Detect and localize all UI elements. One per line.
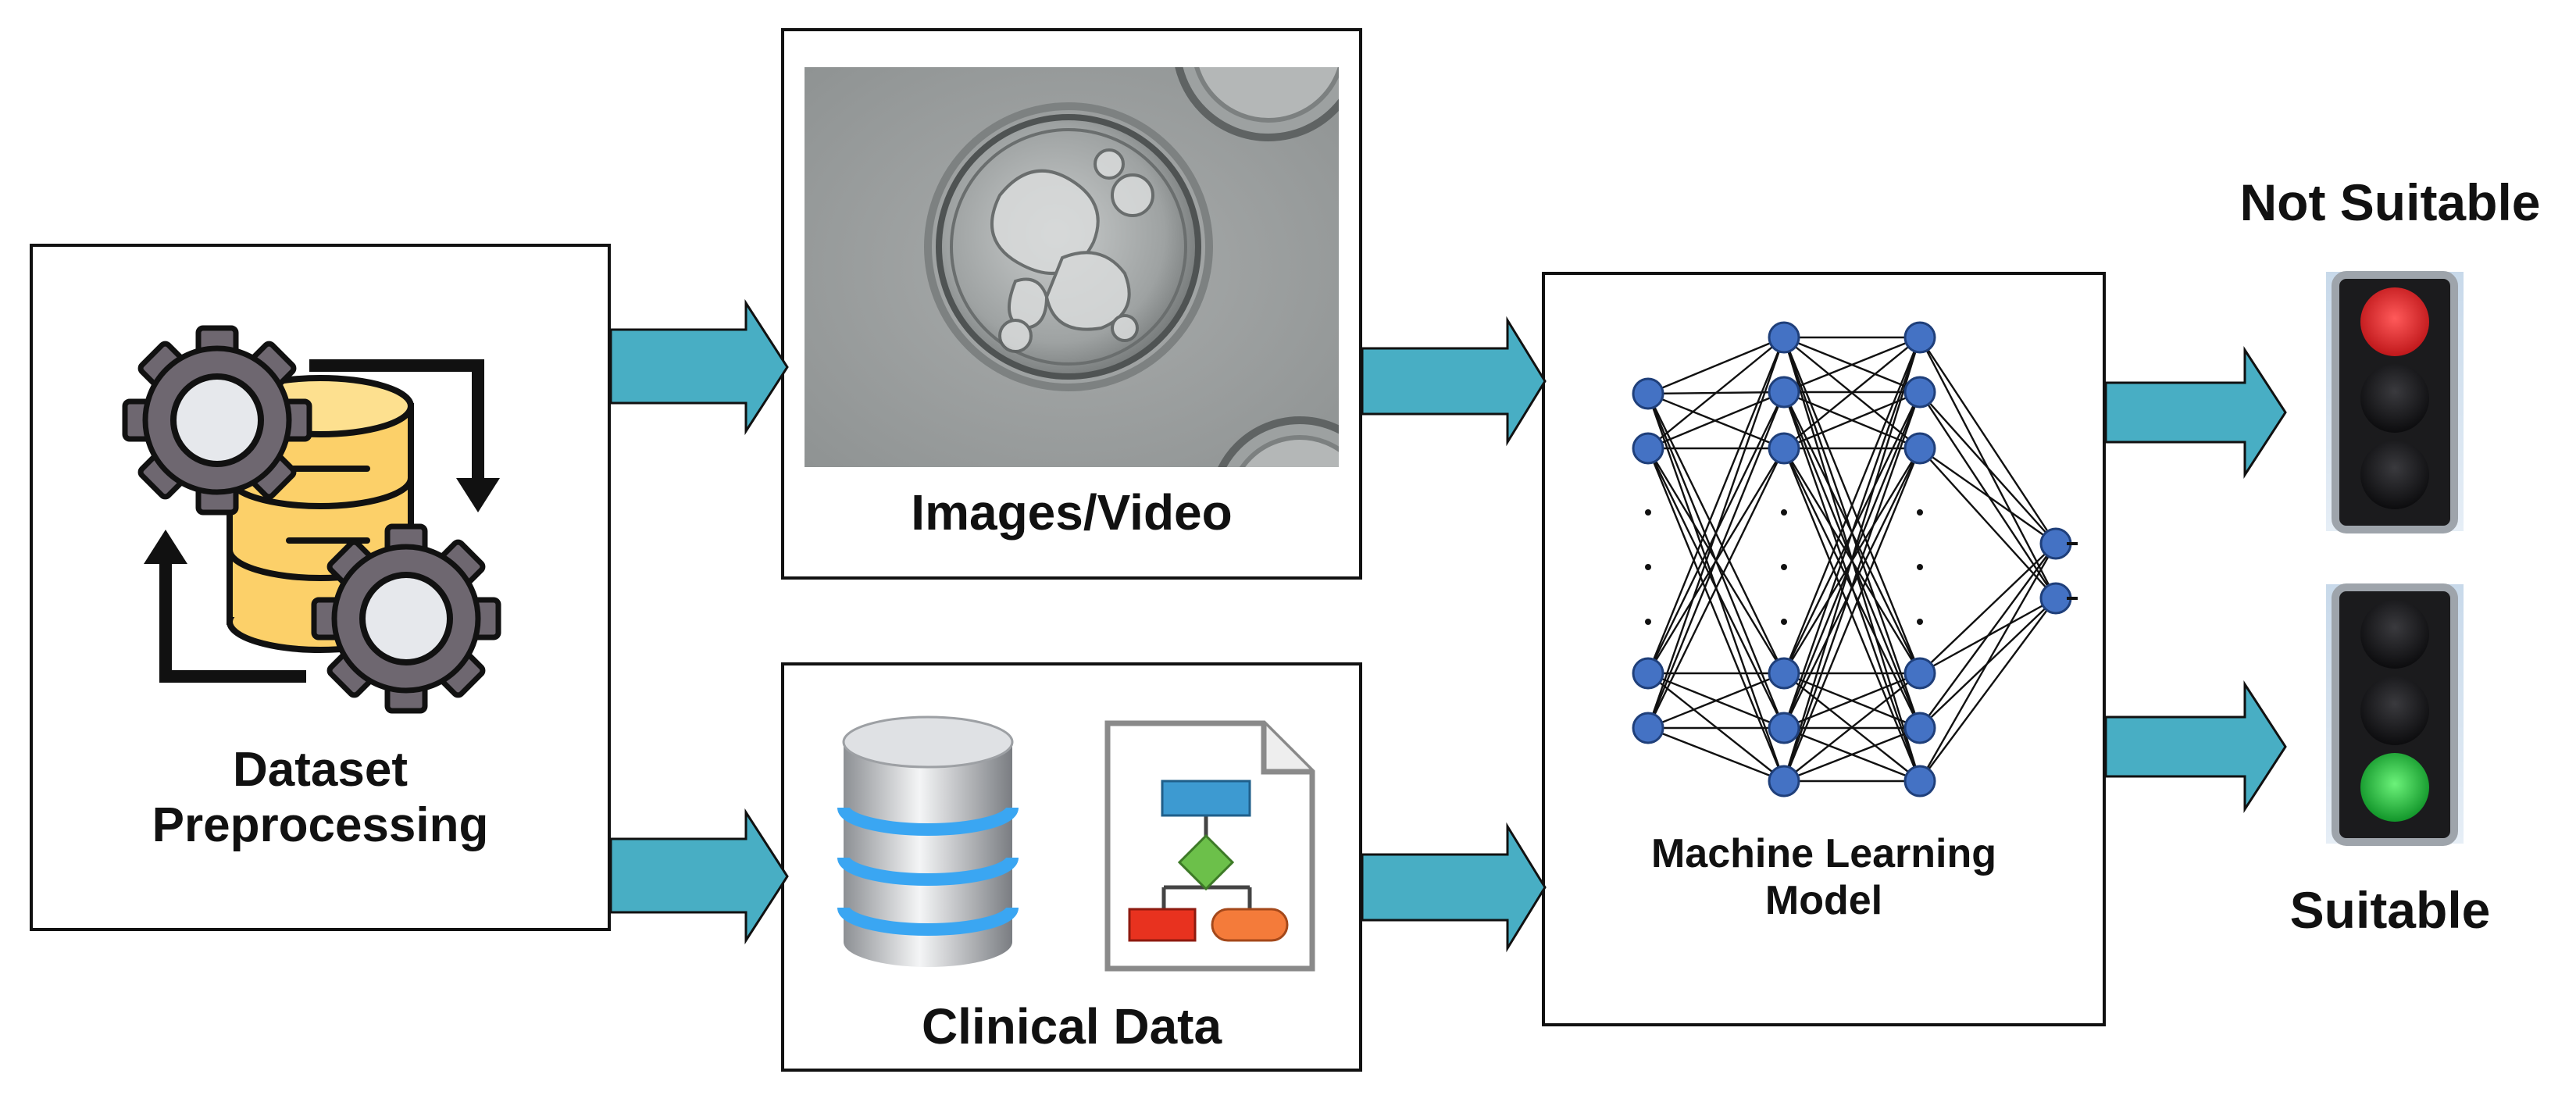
nn-edge xyxy=(1647,672,1785,730)
flowchart-document-icon xyxy=(1104,720,1315,972)
nn-edge xyxy=(1919,448,2057,544)
nn-node xyxy=(1903,376,1936,409)
nn-node xyxy=(1768,712,1800,744)
nn-edge xyxy=(1647,448,1786,782)
arrow-preproc-to-clinical xyxy=(609,808,789,945)
nn-edge xyxy=(1919,448,2057,599)
nn-node xyxy=(1903,657,1936,690)
nn-node xyxy=(1768,321,1800,354)
nn-edge xyxy=(1783,337,1921,449)
nn-edge xyxy=(1647,337,1786,729)
nn-edge xyxy=(1647,337,1785,449)
arrow-preproc-to-images xyxy=(609,298,789,436)
nn-edge xyxy=(1783,726,1921,783)
gears-database-cycle-icon xyxy=(122,325,501,714)
ml-model-label-line2: Model xyxy=(1764,877,1883,923)
nn-edge xyxy=(1919,391,2057,544)
nn-node xyxy=(1768,765,1800,797)
arrow-model-to-not-suitable xyxy=(2104,345,2287,480)
nn-node xyxy=(1903,712,1936,744)
clinical-data-label: Clinical Data xyxy=(921,998,1222,1054)
nn-node xyxy=(1632,712,1664,744)
nn-edge xyxy=(1647,726,1785,783)
nn-node xyxy=(1903,321,1936,354)
preprocessing-label-line2: Preprocessing xyxy=(152,798,489,853)
nn-node xyxy=(1768,657,1800,690)
nn-edge xyxy=(1782,337,1921,782)
nn-node xyxy=(1768,376,1800,409)
arrow-clinical-to-model xyxy=(1361,822,1547,953)
nn-edge xyxy=(1919,598,2057,782)
not-suitable-label: Not Suitable xyxy=(2239,173,2541,231)
nn-edge xyxy=(1783,336,1921,394)
nn-node xyxy=(1632,432,1664,465)
ml-model-label-line1: Machine Learning xyxy=(1650,831,1997,876)
nn-edge xyxy=(1919,543,2057,674)
suitable-label: Suitable xyxy=(2289,881,2491,939)
nn-edge xyxy=(1782,337,1921,674)
nn-node xyxy=(2039,527,2072,560)
nn-node xyxy=(1903,432,1936,465)
nn-edge xyxy=(1647,337,1786,674)
preprocessing-label: Dataset Preprocessing xyxy=(30,742,611,854)
nn-edge xyxy=(1647,391,1786,729)
traffic-light-red-icon xyxy=(2326,271,2464,533)
arrow-model-to-suitable xyxy=(2104,680,2287,814)
nn-edge xyxy=(1647,448,1786,729)
nn-edge xyxy=(1919,543,2057,729)
nn-node xyxy=(1632,377,1664,410)
arrow-images-to-model xyxy=(1361,316,1547,447)
nn-edge xyxy=(1918,337,2057,544)
embryo-microscopy-image xyxy=(805,67,1339,467)
ml-model-label: Machine Learning Model xyxy=(1542,831,2106,925)
neural-network-icon xyxy=(1632,321,2078,797)
database-cylinder-icon xyxy=(837,715,1019,967)
nn-edge xyxy=(1918,543,2057,782)
nn-node xyxy=(1768,432,1800,465)
nn-edge xyxy=(1783,673,1921,782)
nn-edge xyxy=(1782,337,1921,729)
preprocessing-label-line1: Dataset xyxy=(233,743,408,797)
nn-node xyxy=(1903,765,1936,797)
nn-edge xyxy=(1782,391,1921,782)
nn-node xyxy=(2039,582,2072,615)
traffic-light-green-icon xyxy=(2326,583,2464,846)
nn-node xyxy=(1632,657,1664,690)
nn-edge xyxy=(1647,336,1785,395)
images-video-label: Images/Video xyxy=(911,484,1233,541)
nn-edge xyxy=(1782,448,1921,782)
